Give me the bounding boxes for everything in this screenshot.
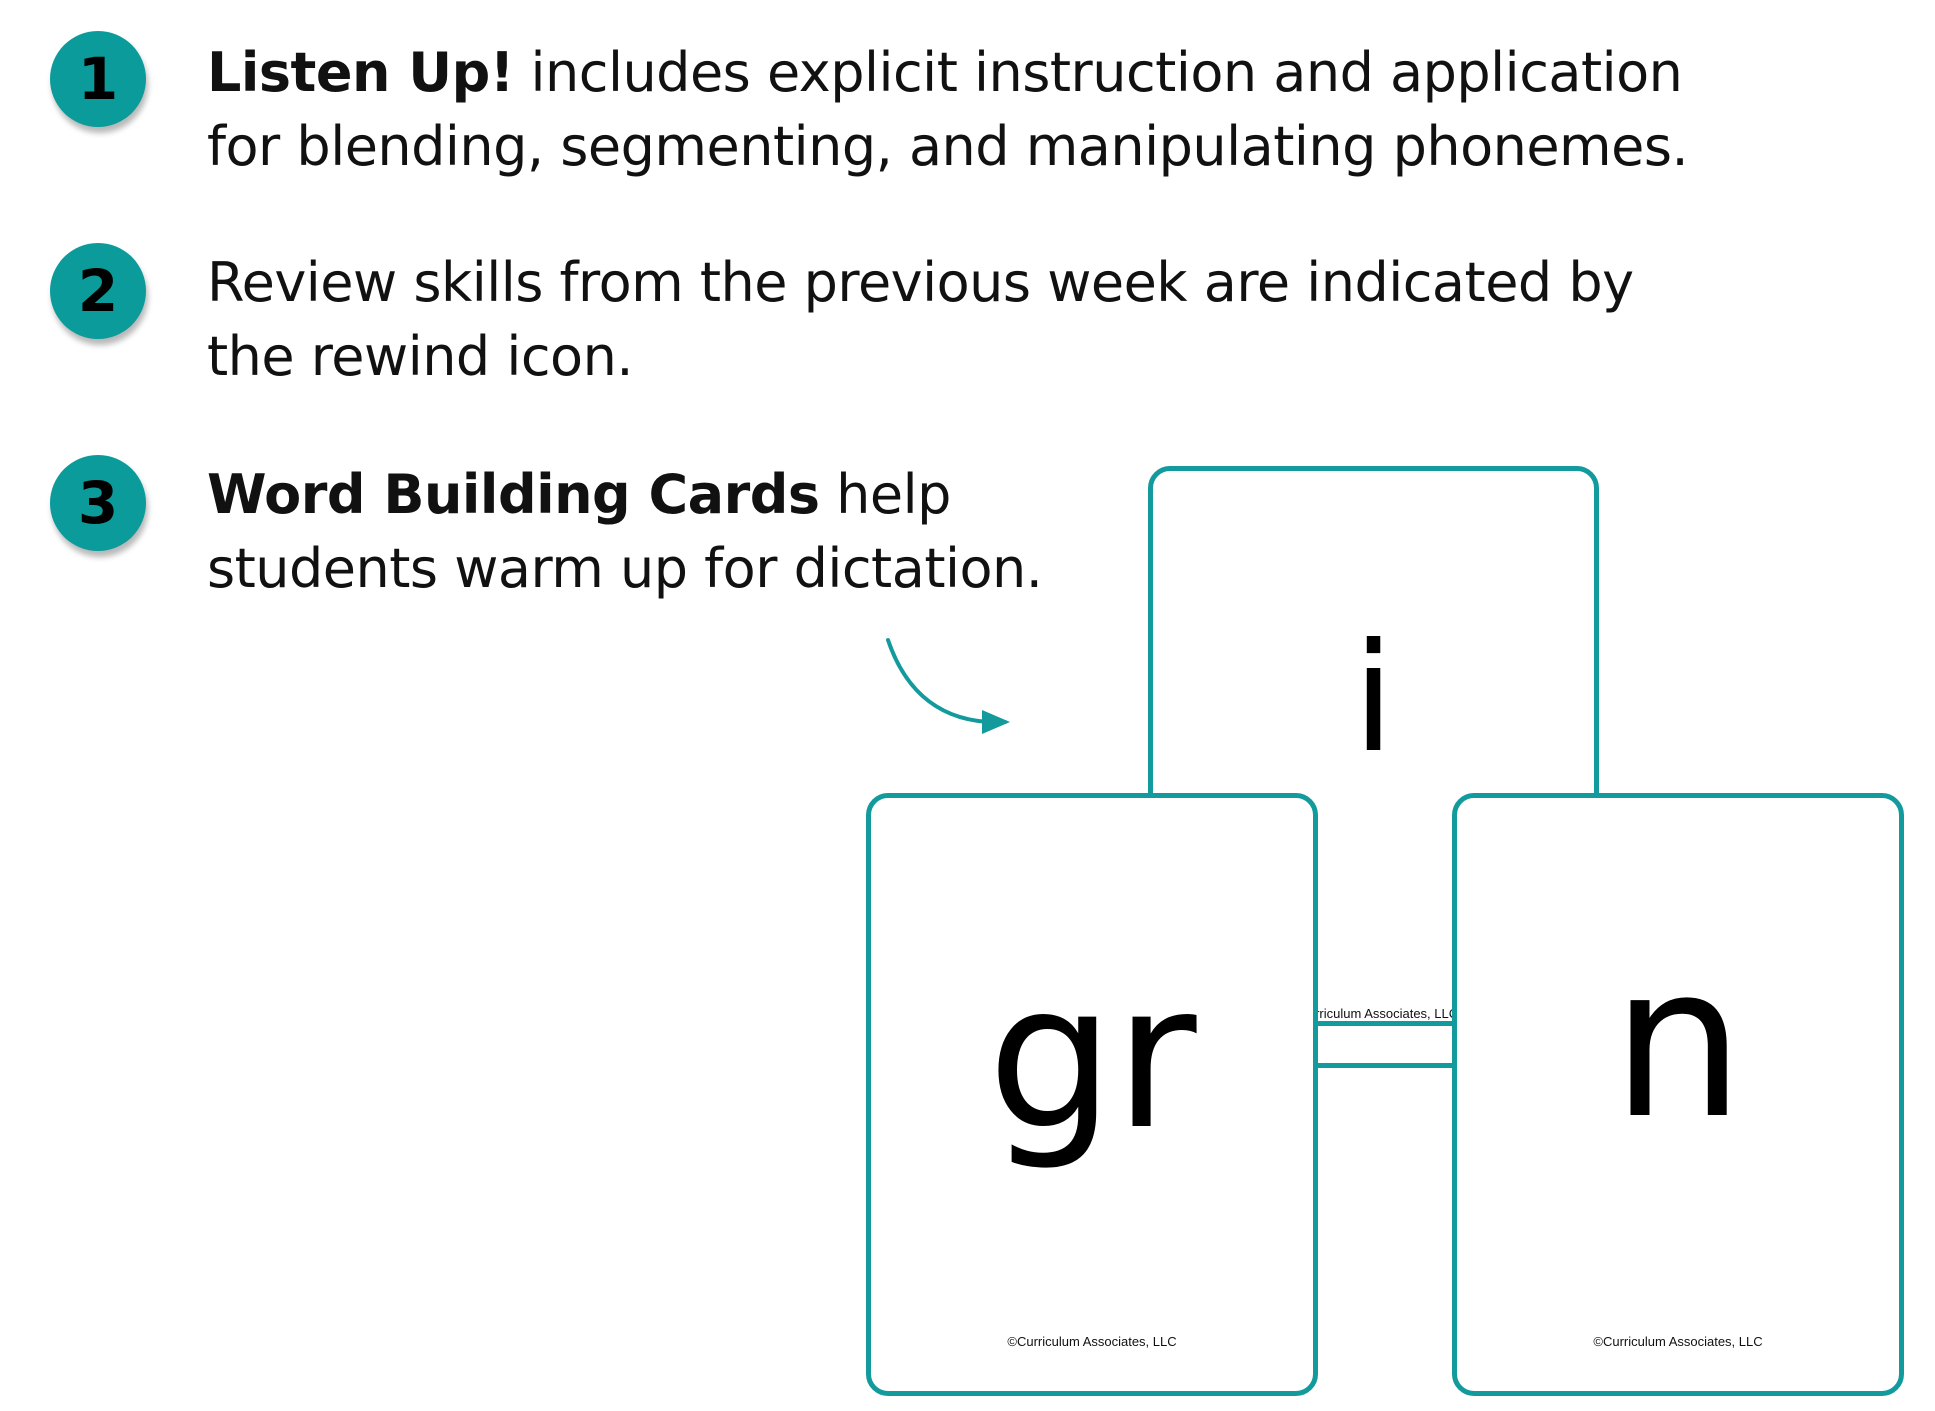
card-connector: [1318, 1063, 1455, 1068]
item-3-bold: Word Building Cards: [207, 463, 820, 526]
card-copyright-right: ©Curriculum Associates, LLC: [1593, 1334, 1763, 1349]
item-1-line1-rest: includes explicit instruction and applic…: [513, 41, 1683, 104]
number-badge-3: 3: [50, 455, 146, 551]
item-2-line1-rest: Review skills from the previous week are…: [207, 251, 1634, 314]
card-copyright-left: ©Curriculum Associates, LLC: [1007, 1334, 1177, 1349]
item-3-text: Word Building Cards help students warm u…: [207, 458, 1043, 606]
number-badge-1: 1: [50, 31, 146, 127]
item-3-line-2: students warm up for dictation.: [207, 537, 1043, 600]
word-card-gr: gr ©Curriculum Associates, LLC: [866, 793, 1318, 1396]
card-letter-i: i: [1352, 612, 1395, 786]
item-2-text: Review skills from the previous week are…: [207, 246, 1634, 394]
curved-arrow-icon: [886, 638, 1010, 734]
card-copyright-top: ©Curriculum Associates, LLC: [1288, 1006, 1459, 1021]
card-letter-gr: gr: [987, 941, 1197, 1174]
card-letter-n: n: [1611, 920, 1745, 1165]
item-3-line1-rest: help: [819, 463, 951, 526]
item-1-line-1: Listen Up! includes explicit instruction…: [207, 36, 1688, 110]
item-1-bold: Listen Up!: [207, 41, 514, 104]
item-2-line-2: the rewind icon.: [207, 325, 633, 388]
item-3-line-1: Word Building Cards help: [207, 458, 1042, 532]
item-1-line-2: for blending, segmenting, and manipulati…: [207, 115, 1689, 178]
number-badge-2: 2: [50, 243, 146, 339]
item-1-text: Listen Up! includes explicit instruction…: [207, 36, 1689, 184]
word-card-n: n ©Curriculum Associates, LLC: [1452, 793, 1904, 1396]
item-2-line-1: Review skills from the previous week are…: [207, 246, 1634, 320]
